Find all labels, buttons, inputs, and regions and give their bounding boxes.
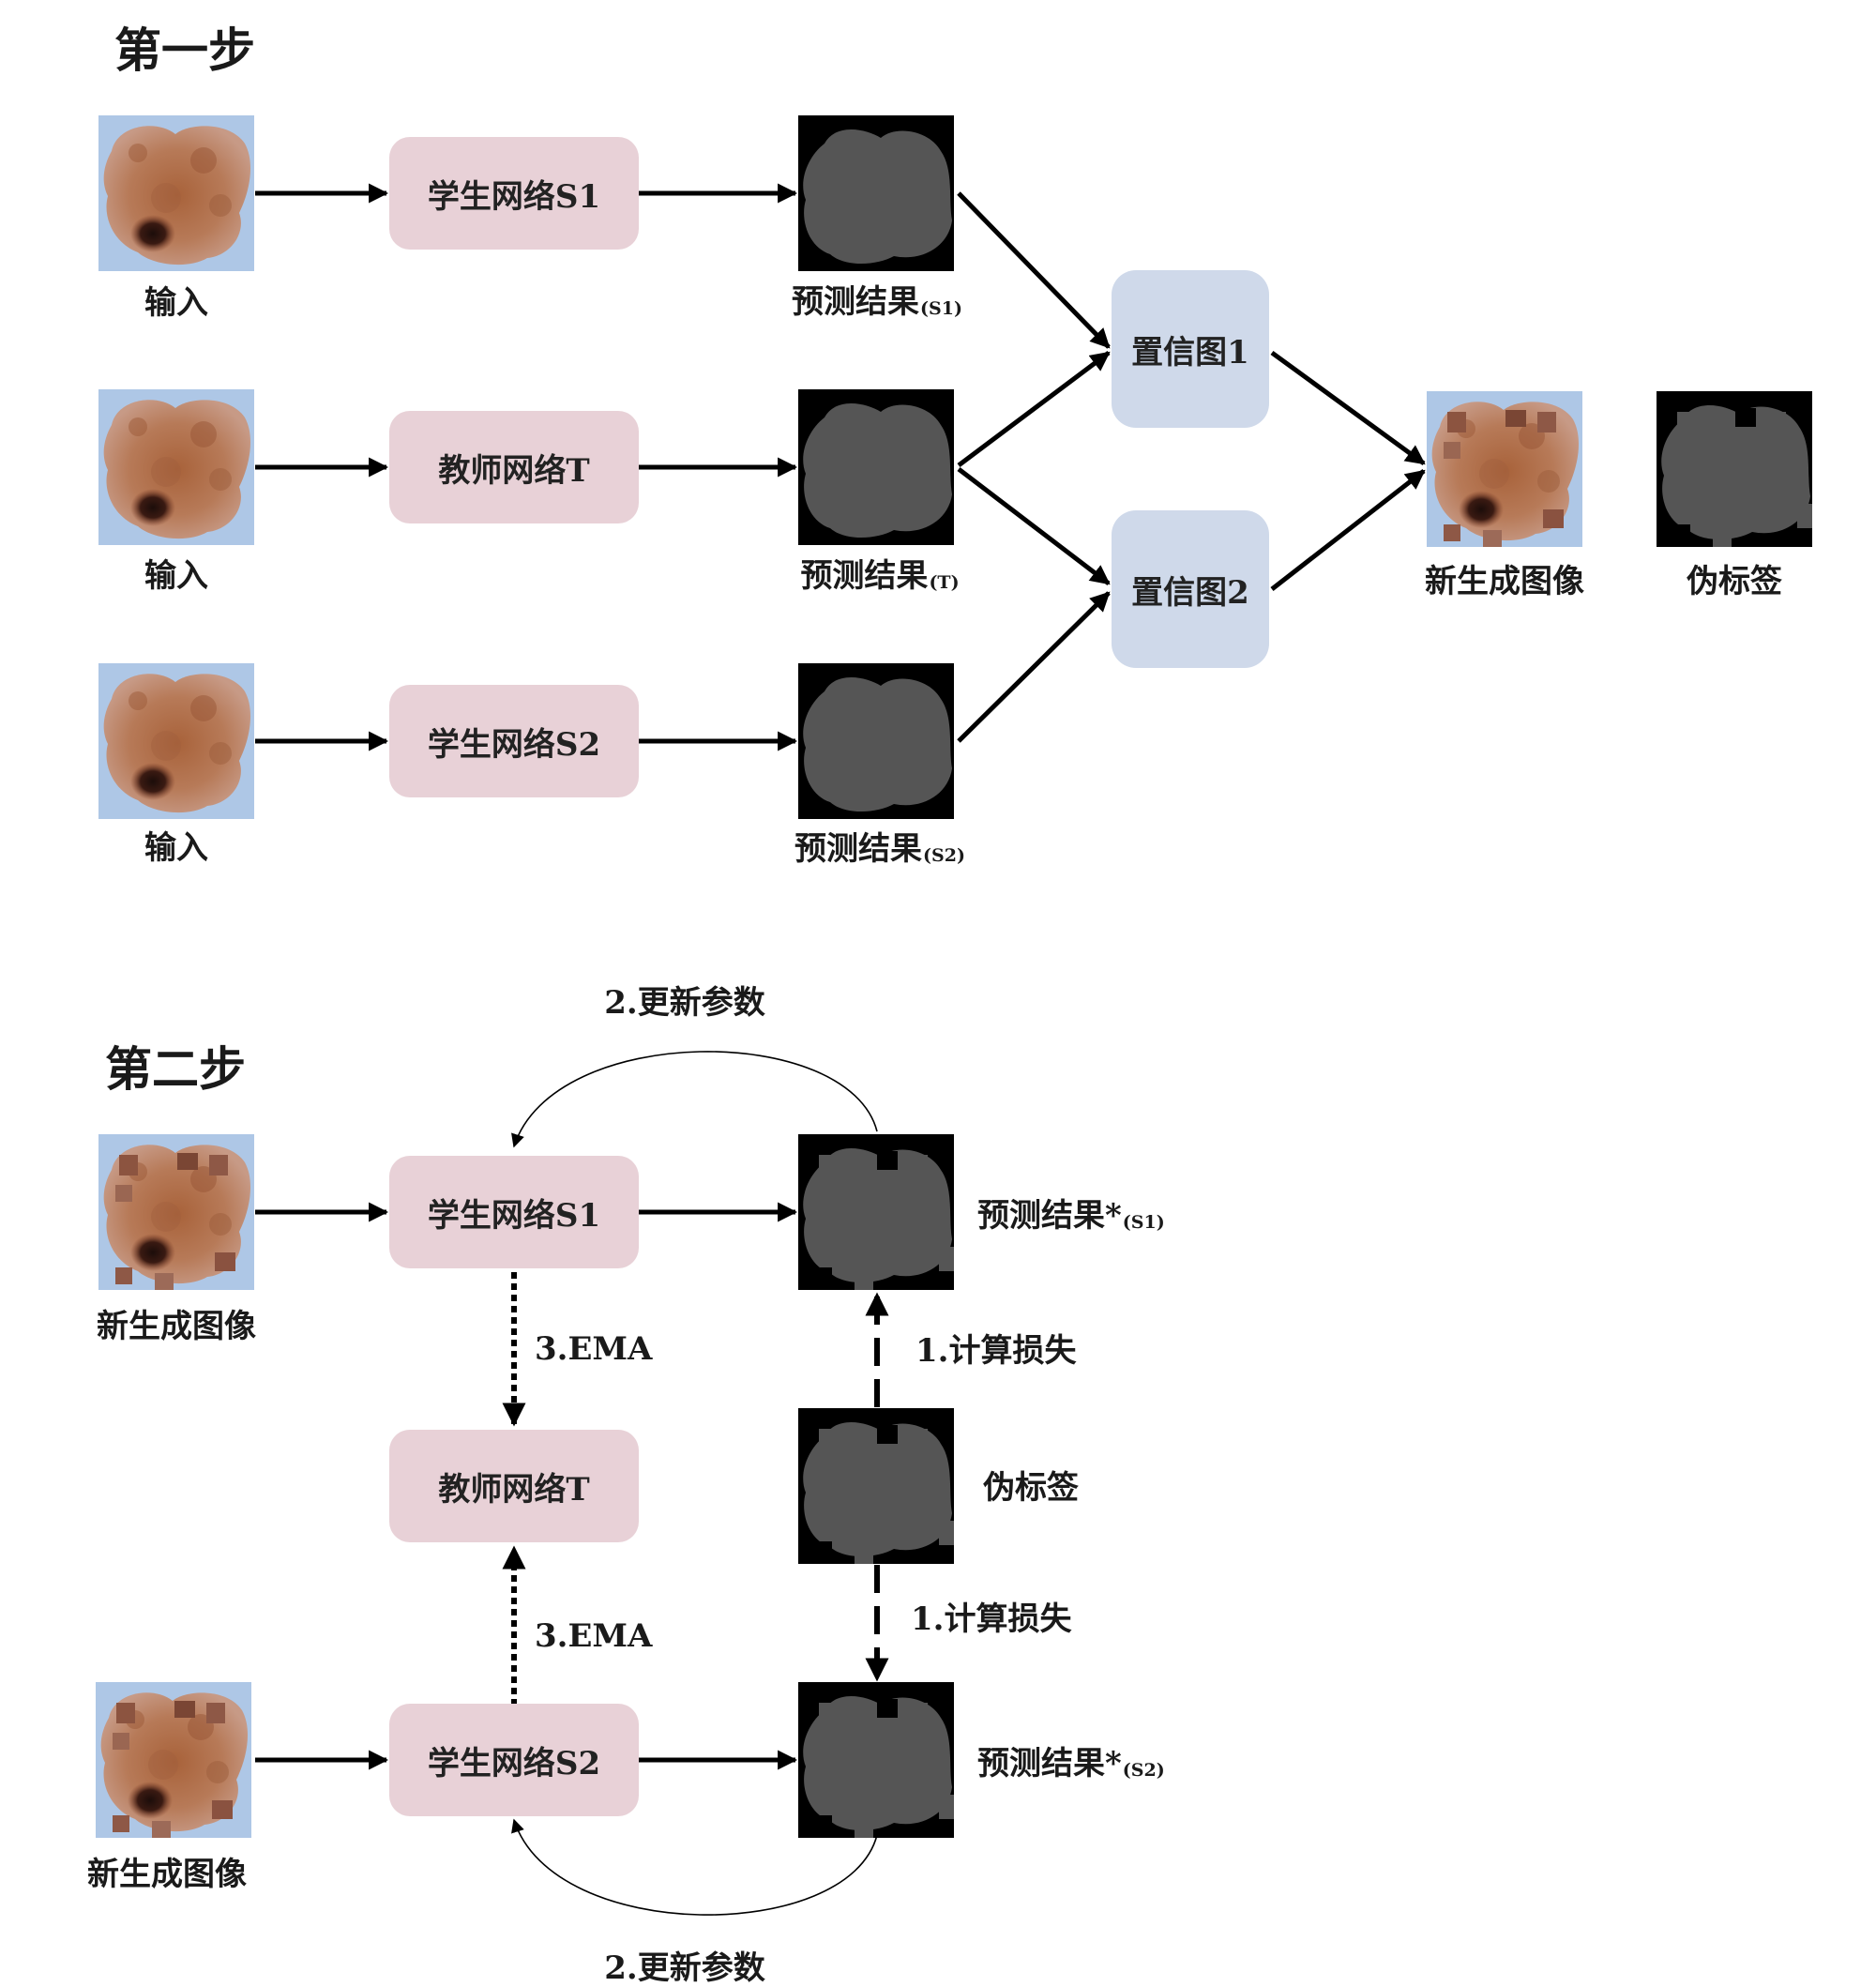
step1-prediction-mask-s1 <box>798 115 954 271</box>
step2-network-s1: 学生网络S1 <box>389 1156 639 1268</box>
step1-input-image-3 <box>98 663 254 819</box>
arrow-conf2-to-generated <box>1270 469 1426 591</box>
step2-prediction-mask-s1 <box>798 1134 954 1290</box>
step1-prediction-mask-t <box>798 389 954 545</box>
curve-update-s1 <box>511 1051 878 1148</box>
arrow-conf1-to-generated <box>1270 350 1426 466</box>
step1-prediction-label-s1: 预测结果(S1) <box>792 283 962 321</box>
arrow-pred-t-to-conf1 <box>957 351 1111 467</box>
step1-generated-image-label: 新生成图像 <box>1425 563 1584 600</box>
step2-network-s2: 学生网络S2 <box>389 1704 639 1816</box>
step1-confidence-map-2: 置信图2 <box>1112 510 1269 668</box>
step1-prediction-mask-s2 <box>798 663 954 819</box>
step1-prediction-label-t: 预测结果(T) <box>800 557 960 595</box>
step1-title: 第一步 <box>114 23 255 78</box>
step1-network-t: 教师网络T <box>389 411 639 523</box>
step2-network-t: 教师网络T <box>389 1430 639 1542</box>
step2-input-label-1: 新生成图像 <box>97 1308 256 1345</box>
curve-update-s2 <box>511 1818 878 1916</box>
step2-title: 第二步 <box>105 1041 246 1097</box>
step1-input-image-1 <box>98 115 254 271</box>
arrow-pred-s2-to-conf2 <box>957 591 1111 743</box>
step2-input-image-2 <box>96 1682 251 1838</box>
step1-input-label-1: 输入 <box>144 284 208 322</box>
step2-pseudo-label-label: 伪标签 <box>983 1469 1079 1507</box>
step1-input-image-2 <box>98 389 254 545</box>
step1-pseudo-label-mask <box>1657 391 1812 547</box>
step2-ema-label-top: 3.EMA <box>535 1330 653 1368</box>
step1-confidence-map-1: 置信图1 <box>1112 270 1269 428</box>
step1-generated-image <box>1427 391 1582 547</box>
step2-input-label-2: 新生成图像 <box>87 1856 247 1893</box>
step2-prediction-mask-s2 <box>798 1682 954 1838</box>
step2-prediction-label-s2: 预测结果*(S2) <box>977 1745 1165 1782</box>
step2-update-label-bottom: 2.更新参数 <box>604 1949 765 1987</box>
step2-prediction-label-s1: 预测结果*(S1) <box>977 1197 1165 1235</box>
step2-pseudo-label-mask <box>798 1408 954 1564</box>
step1-input-label-2: 输入 <box>144 557 208 595</box>
step2-loss-label-bottom: 1.计算损失 <box>911 1600 1072 1638</box>
step1-input-label-3: 输入 <box>144 829 208 867</box>
step1-pseudo-label-label: 伪标签 <box>1687 563 1782 600</box>
arrow-pred-t-to-conf2 <box>957 467 1111 585</box>
step2-input-image-1 <box>98 1134 254 1290</box>
step2-update-label-top: 2.更新参数 <box>604 984 765 1022</box>
step2-ema-label-bottom: 3.EMA <box>535 1617 653 1655</box>
step1-network-s2: 学生网络S2 <box>389 685 639 797</box>
arrow-pred-s1-to-conf1 <box>957 191 1111 349</box>
step2-loss-label-top: 1.计算损失 <box>915 1332 1077 1370</box>
step1-prediction-label-s2: 预测结果(S2) <box>794 830 965 868</box>
step1-network-s1: 学生网络S1 <box>389 137 639 250</box>
